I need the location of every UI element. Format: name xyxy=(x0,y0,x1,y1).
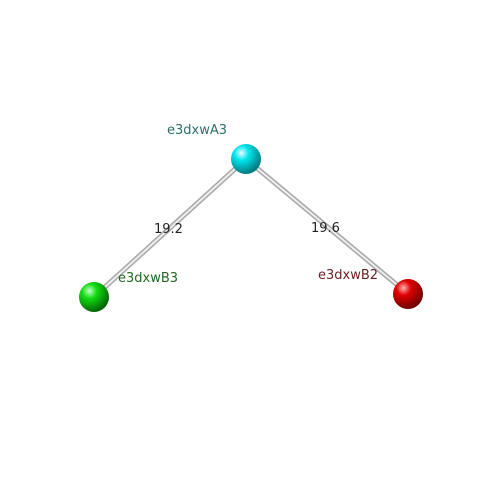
edge-a3-b2 xyxy=(243,156,411,297)
node-b2-sphere xyxy=(393,279,423,309)
edge-a3-b3 xyxy=(91,156,249,300)
node-a3-label: e3dxwA3 xyxy=(167,123,227,138)
node-b2-label: e3dxwB2 xyxy=(318,268,378,283)
edge-label-a3-b2: 19.6 xyxy=(311,221,340,236)
edge-label-a3-b3: 19.2 xyxy=(154,222,183,237)
node-b3-label: e3dxwB3 xyxy=(118,271,178,286)
node-a3-sphere xyxy=(231,144,261,174)
node-b3-sphere xyxy=(79,282,109,312)
